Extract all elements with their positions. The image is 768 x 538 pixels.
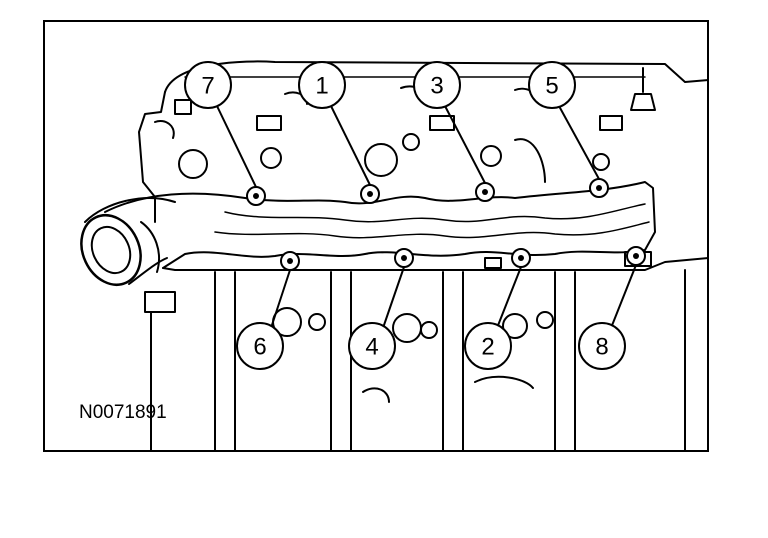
- callout-circle-6: [236, 322, 284, 370]
- callout-label-3: 3: [430, 73, 443, 100]
- callout-circle-8: [578, 322, 626, 370]
- callout-label-8: 8: [595, 334, 608, 361]
- manifold-body: [104, 181, 656, 269]
- callout-circle-3: [413, 61, 461, 109]
- engine-block-outline: [162, 257, 707, 271]
- exhaust-manifold-illustration: 7 1 3 5 6 4 2 8: [80, 60, 707, 450]
- head-boss-circle: [178, 149, 208, 179]
- callout-label-7: 7: [201, 73, 214, 100]
- callout-circle-7: [184, 61, 232, 109]
- callout-circle-2: [464, 322, 512, 370]
- callout-label-6: 6: [253, 334, 266, 361]
- callout-circle-5: [528, 61, 576, 109]
- callout-label-5: 5: [545, 73, 558, 100]
- callout-circle-4: [348, 322, 396, 370]
- callout-label-2: 2: [481, 334, 494, 361]
- callout-label-1: 1: [315, 73, 328, 100]
- callout-leaders: [216, 105, 637, 329]
- callout-circle-1: [298, 61, 346, 109]
- diagram-frame: 7 1 3 5 6 4 2 8 N0071891: [43, 20, 709, 452]
- figure-id-label: N0071891: [79, 402, 167, 423]
- outlet-flange: [80, 214, 142, 286]
- callout-label-4: 4: [365, 334, 378, 361]
- cylinder-head-outline: [164, 60, 707, 93]
